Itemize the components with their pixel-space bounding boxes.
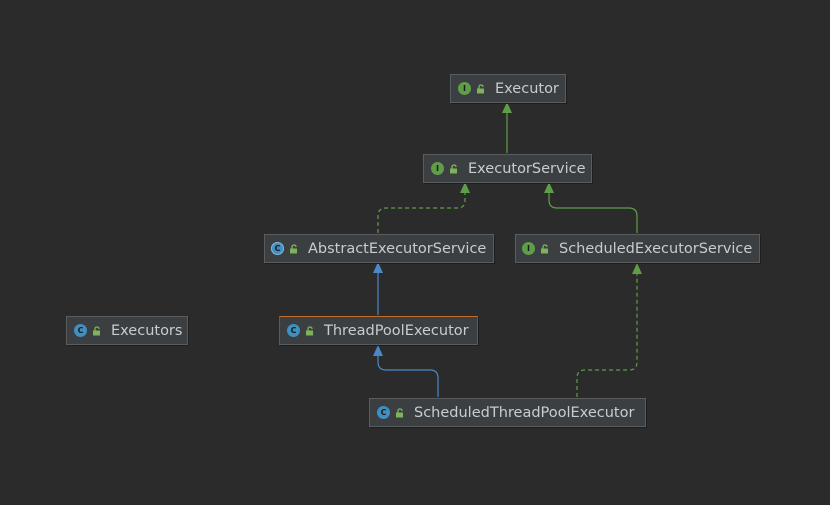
unlocked-icon	[306, 325, 313, 335]
class-icon: C	[377, 406, 390, 419]
edge-abstractexecutorservice-to-executorservice	[377, 192, 466, 233]
edge-scheduledthreadpoolexecutor-to-threadpoolexecutor	[377, 356, 439, 397]
arrowhead-executorservice-left	[460, 182, 470, 193]
interface-icon: I	[431, 162, 444, 175]
node-label: ThreadPoolExecutor	[324, 322, 469, 339]
arrowhead-threadpoolexecutor	[373, 345, 383, 356]
unlocked-icon	[290, 243, 297, 253]
unlocked-icon	[541, 243, 548, 253]
arrowhead-executor	[502, 102, 512, 113]
node-abstract-executor-service[interactable]: C AbstractExecutorService	[264, 234, 494, 263]
unlocked-icon	[477, 83, 484, 93]
node-label: AbstractExecutorService	[308, 240, 487, 257]
interface-icon: I	[458, 82, 471, 95]
arrowhead-abstractexecutorservice	[373, 262, 383, 273]
node-label: ScheduledThreadPoolExecutor	[414, 404, 635, 421]
arrowhead-scheduledexecutorservice	[632, 263, 642, 274]
interface-icon: I	[522, 242, 535, 255]
node-scheduled-executor-service[interactable]: I ScheduledExecutorService	[515, 234, 760, 263]
class-icon: C	[287, 324, 300, 337]
node-label: ExecutorService	[468, 160, 586, 177]
arrowhead-executorservice-right	[544, 182, 554, 193]
node-label: ScheduledExecutorService	[559, 240, 753, 257]
abstract-class-icon: C	[271, 242, 284, 255]
class-icon: C	[74, 324, 87, 337]
node-scheduled-thread-pool-executor[interactable]: C ScheduledThreadPoolExecutor	[369, 398, 646, 427]
node-label: Executor	[495, 80, 559, 97]
unlocked-icon	[93, 325, 100, 335]
edge-scheduledthreadpoolexecutor-to-scheduledexecutorservice	[576, 274, 638, 397]
unlocked-icon	[450, 163, 457, 173]
node-label: Executors	[111, 322, 183, 339]
node-thread-pool-executor[interactable]: C ThreadPoolExecutor	[279, 316, 478, 345]
unlocked-icon	[396, 407, 403, 417]
edge-scheduledexecutorservice-to-executorservice	[548, 192, 638, 233]
node-executor[interactable]: I Executor	[450, 74, 566, 103]
node-executors[interactable]: C Executors	[66, 316, 188, 345]
node-executor-service[interactable]: I ExecutorService	[423, 154, 592, 183]
